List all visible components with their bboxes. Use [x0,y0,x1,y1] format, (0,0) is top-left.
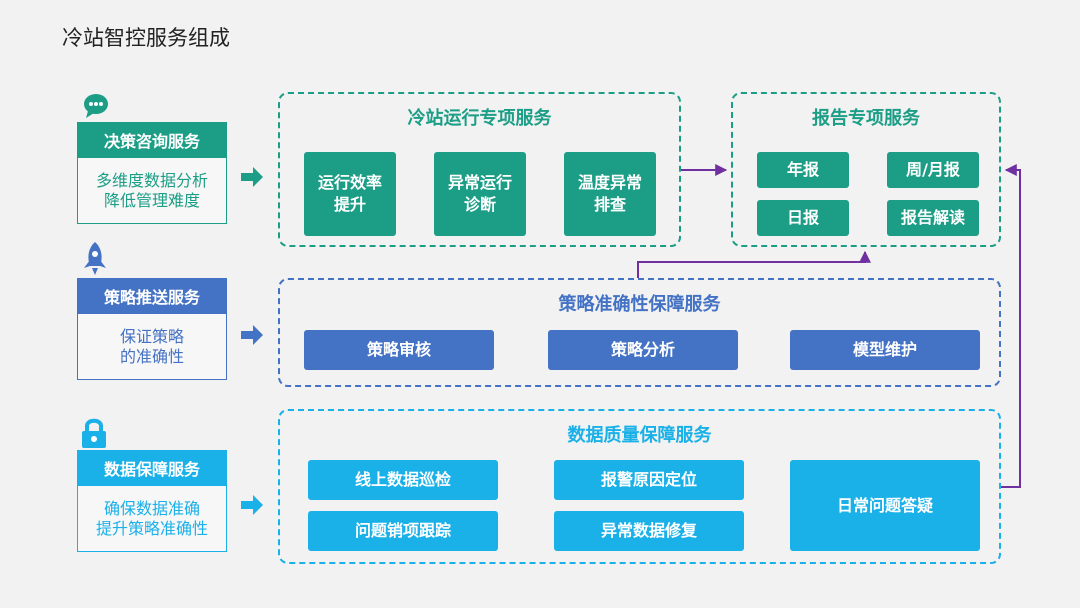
right-arrow-3 [241,495,263,519]
strategy-item-analysis: 策略分析 [548,330,738,370]
left-desc-1: 多维度数据分析 降低管理难度 [77,158,227,224]
report-section [731,92,1001,247]
right-arrow-1 [241,167,263,191]
chat-icon [82,92,110,120]
left-header-1: 决策咨询服务 [77,122,227,158]
data-section [278,409,1001,564]
right-arrow-2 [241,325,263,349]
rocket-icon [82,242,108,276]
data-item-repair: 异常数据修复 [554,511,744,551]
left-header-3: 数据保障服务 [77,450,227,486]
report-item-weekly-monthly: 周/月报 [887,152,979,188]
connector-strategy-to-report [637,250,871,278]
data-item-alarm: 报警原因定位 [554,460,744,500]
report-section-title: 报告专项服务 [812,108,920,129]
report-item-annual: 年报 [757,152,849,188]
strategy-section [278,278,1001,387]
left-header-2: 策略推送服务 [77,278,227,314]
report-item-interpretation: 报告解读 [887,200,979,236]
operation-item-efficiency: 运行效率 提升 [304,152,396,236]
page-title: 冷站智控服务组成 [62,26,230,50]
connector-data-to-report [1001,164,1021,488]
strategy-section-title: 策略准确性保障服务 [558,294,721,315]
lock-icon [80,418,108,448]
strategy-item-review: 策略审核 [304,330,494,370]
operation-item-temperature: 温度异常 排查 [564,152,656,236]
left-desc-3: 确保数据准确 提升策略准确性 [77,486,227,552]
data-section-title: 数据质量保障服务 [567,425,712,446]
operation-section-title: 冷站运行专项服务 [407,108,552,129]
report-item-daily: 日报 [757,200,849,236]
left-desc-2: 保证策略 的准确性 [77,314,227,380]
data-item-qa: 日常问题答疑 [790,460,980,551]
operation-section [278,92,681,247]
strategy-item-model: 模型维护 [790,330,980,370]
data-item-tracking: 问题销项跟踪 [308,511,498,551]
data-item-inspection: 线上数据巡检 [308,460,498,500]
operation-item-diagnosis: 异常运行 诊断 [434,152,526,236]
